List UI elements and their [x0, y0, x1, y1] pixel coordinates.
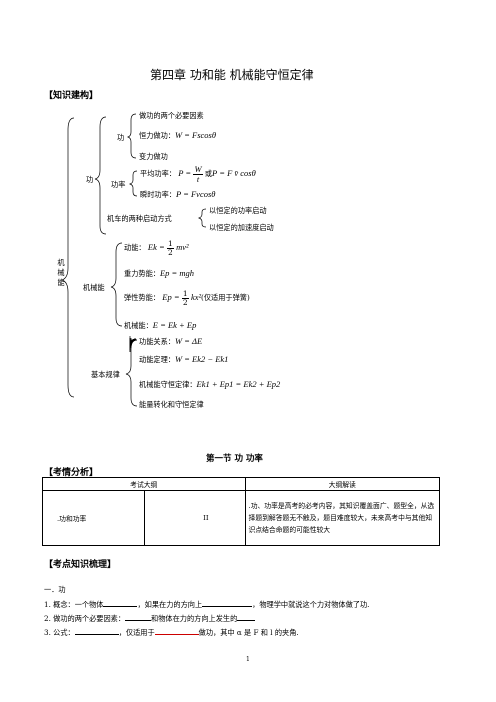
tree-w-item-3: 变力做功 — [139, 152, 168, 161]
brace-w — [126, 113, 137, 159]
exam-table: 考试大纲 大纲解读 .功和功率 II .功、功率是高考的必考内容，其知识覆盖面广… — [42, 477, 441, 546]
exam-analysis-heading: 【考情分析】 — [44, 468, 99, 478]
blank-5[interactable] — [74, 626, 119, 635]
brace-start — [197, 208, 207, 228]
brace-mech — [110, 242, 123, 327]
tree-pe: 重力势能：Ep = mgh — [124, 268, 195, 278]
tree-work-label: 功 — [86, 175, 94, 184]
exam-cell-topic: .功和功率 — [42, 490, 145, 546]
tree-root-label: 机械能 — [57, 258, 65, 287]
chapter-title: 第四章 功和能 机械能守恒定律 — [150, 68, 314, 82]
brace-work — [94, 116, 107, 235]
line-factors: 2. 做功的两个必要因素：和物体在力的方向上发生的 — [44, 612, 256, 624]
points-heading: 【考点知识梳理】 — [44, 560, 117, 570]
tree-mech-label: 机械能 — [83, 283, 105, 292]
tree-w-item-2: 恒力做功：W = Fscosθ — [139, 130, 217, 140]
tree-laws-theorem: 动能定理：W = Ek2 − Ek1 — [139, 354, 229, 364]
tree-me: 机械能：E = Ek + Ep — [124, 320, 197, 330]
exam-cell-level: II — [143, 490, 246, 546]
line-concept: 1. 概念：一个物体，如果在力的方向上，物理学中就说这个力对物体做了功. — [44, 598, 370, 609]
brace-main — [60, 117, 75, 398]
exam-table-header-row: 考试大纲 大纲解读 — [42, 477, 441, 491]
tree-power-label: 功率 — [111, 180, 126, 189]
blank-1[interactable] — [103, 598, 138, 607]
tree-laws-label: 基本规律 — [91, 370, 120, 379]
brace-power — [128, 170, 138, 197]
blank-3[interactable] — [125, 612, 152, 621]
tree-w-item-1: 做功的两个必要因素 — [139, 111, 204, 120]
tree-start-item-1: 以恒定的功率启动 — [209, 206, 267, 215]
page-number: 1 — [246, 656, 250, 663]
constant-work-formula: W = Fscosθ — [174, 130, 217, 140]
exam-header-interpret: 大纲解读 — [244, 477, 441, 491]
exam-cell-interpretation: .功、功率是高考的必考内容，其知识覆盖面广、题型全，从选择题到解答题无不触及，题… — [244, 490, 441, 546]
tree-laws-conservation: 机械能守恒定律：Ek1 + Ep1 = Ek2 + Ep2 — [139, 379, 281, 389]
line-formula: 3. 公式：，仅适用于做功，其中 α 是 F 和 l 的夹角. — [44, 626, 299, 637]
tree-laws-relation: 功能关系：W = ΔE — [139, 336, 203, 346]
point-work-heading: 一．功 — [44, 585, 66, 594]
tree-w-label: 功 — [117, 133, 125, 142]
tree-start-item-2: 以恒定的加速度启动 — [209, 223, 274, 232]
tree-power-inst: 瞬时功率：P = Fvcosθ — [140, 189, 216, 199]
exam-table-row: .功和功率 II .功、功率是高考的必考内容，其知识覆盖面广、题型全，从选择题到… — [42, 490, 441, 546]
tree-laws-transfer: 能量转化和守恒定律 — [139, 400, 204, 409]
blank-2[interactable] — [202, 598, 253, 607]
blank-6[interactable] — [154, 626, 199, 635]
exam-header-outline: 考试大纲 — [42, 477, 246, 491]
section1-title: 第一节 功 功率 — [206, 454, 263, 464]
knowledge-section-heading: 【知识建构】 — [44, 91, 99, 101]
tree-start-label: 机车的两种启动方式 — [107, 214, 172, 223]
blank-4[interactable] — [237, 612, 256, 621]
